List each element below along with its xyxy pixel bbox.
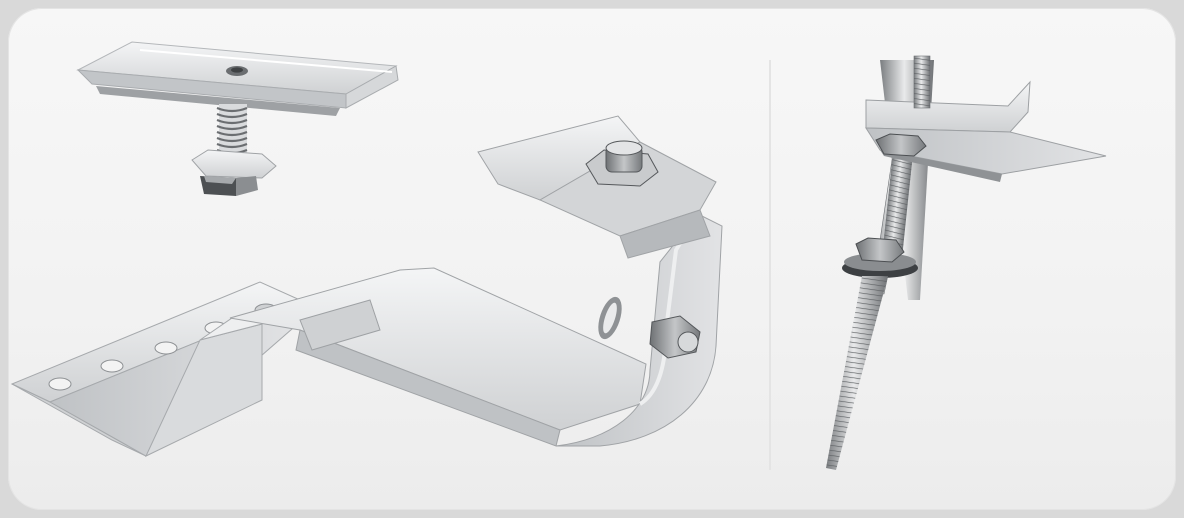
mounting-hardware-illustration bbox=[10, 41, 1107, 470]
mid-clamp-icon bbox=[76, 41, 399, 196]
spring-icon bbox=[216, 104, 248, 156]
product-photo-panel bbox=[8, 8, 1176, 510]
roof-hook-icon bbox=[10, 115, 723, 458]
hanger-bolt-icon bbox=[826, 55, 1107, 470]
